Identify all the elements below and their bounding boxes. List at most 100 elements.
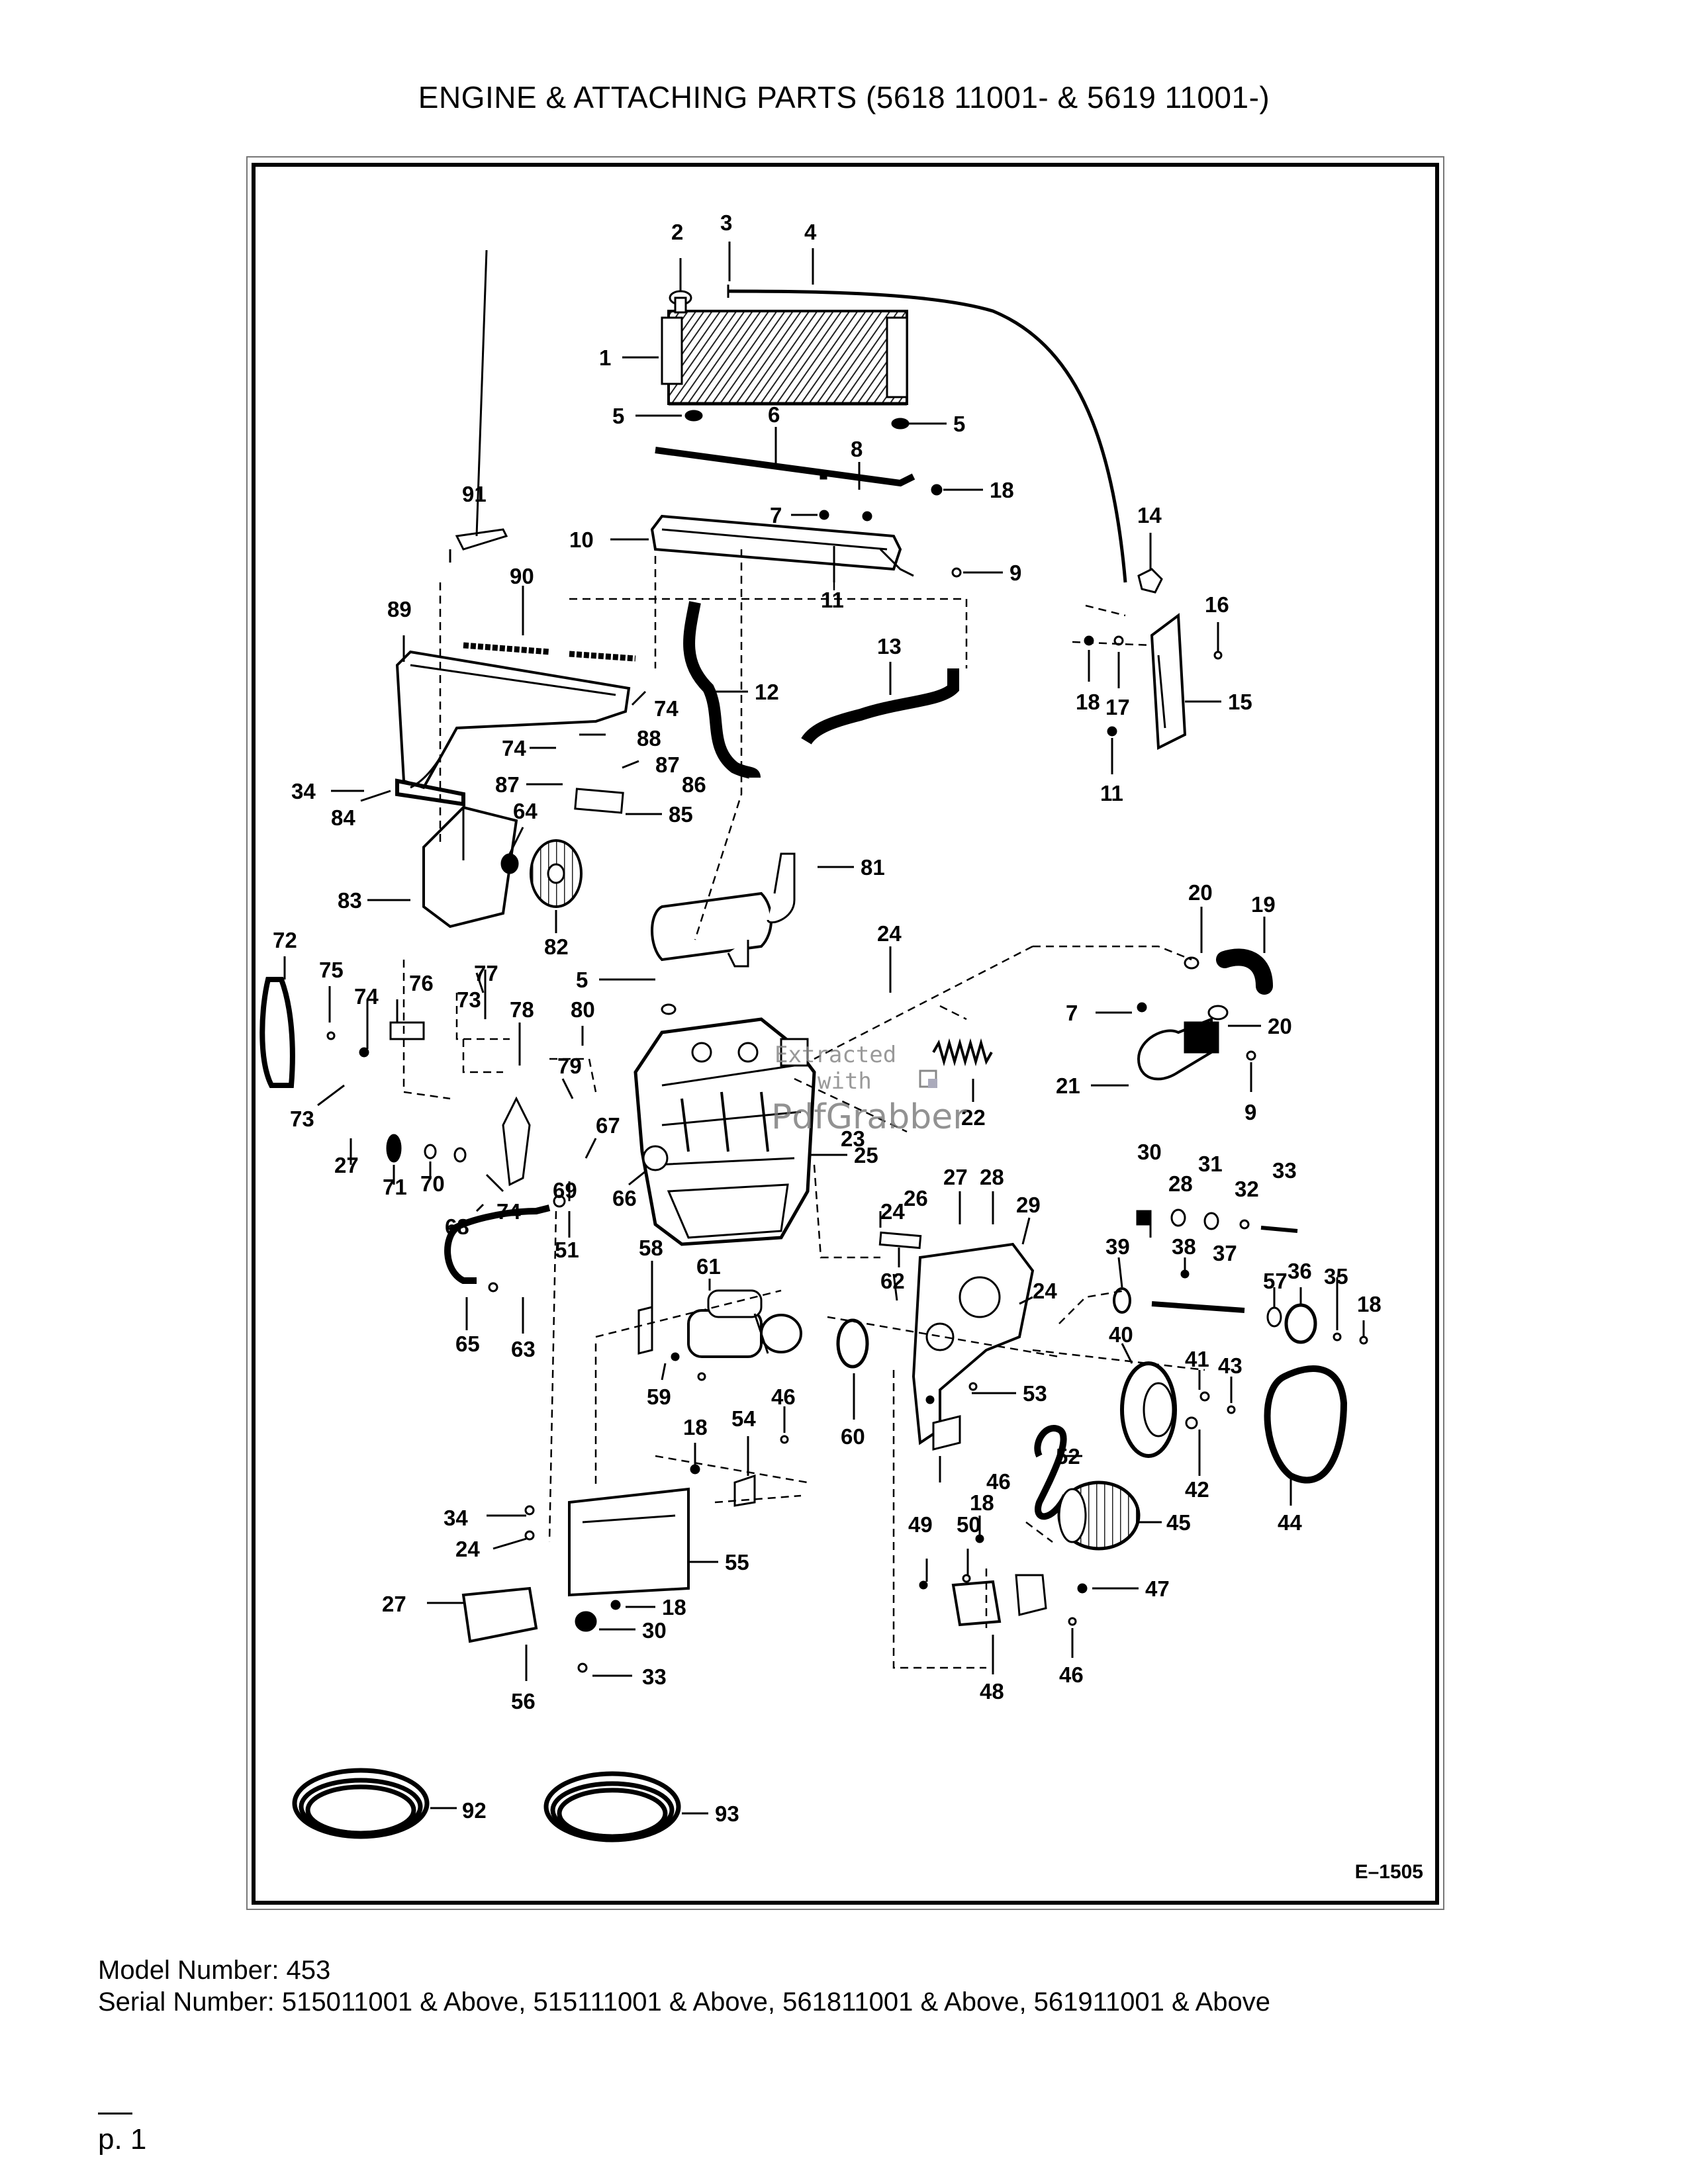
callout-53: 53 (1023, 1381, 1047, 1406)
callout-72: 72 (273, 928, 297, 952)
callout-30b: 30 (642, 1618, 667, 1643)
callout-18e: 18 (970, 1490, 994, 1515)
callout-28b: 28 (1168, 1171, 1193, 1196)
callout-25: 25 (854, 1143, 878, 1167)
callout-5b: 5 (953, 412, 965, 436)
callout-43: 43 (1218, 1353, 1243, 1378)
callout-84: 84 (331, 805, 355, 830)
callout-88: 88 (637, 726, 661, 751)
starter (687, 1289, 802, 1358)
muffler (651, 852, 796, 968)
callout-17: 17 (1105, 695, 1130, 719)
model-number: Model Number: 453 (98, 1956, 331, 1985)
callout-20a: 20 (1188, 880, 1213, 905)
overflow-bottle-bracket (1150, 613, 1187, 751)
callout-91: 91 (462, 482, 487, 506)
callout-14: 14 (1137, 503, 1162, 527)
belt-44 (1264, 1365, 1348, 1484)
callout-2: 2 (671, 220, 683, 244)
callout-67: 67 (596, 1113, 620, 1138)
callout-12: 12 (755, 680, 779, 704)
callout-64: 64 (513, 799, 538, 823)
oil-drain-hose (444, 1205, 551, 1284)
callout-41: 41 (1185, 1347, 1209, 1371)
callout-22: 22 (961, 1105, 986, 1130)
callout-13: 13 (877, 634, 902, 659)
callout-74d: 74 (654, 696, 679, 721)
callout-46a: 46 (771, 1385, 796, 1409)
callout-33a: 33 (1272, 1158, 1297, 1183)
mount-48 (951, 1580, 1002, 1627)
callout-34b: 34 (444, 1506, 468, 1530)
callout-93: 93 (715, 1801, 739, 1826)
callout-74c: 74 (502, 736, 526, 760)
callout-63: 63 (511, 1337, 536, 1361)
radiator (661, 310, 908, 406)
svg-text:PdfGrabber: PdfGrabber (771, 1097, 967, 1137)
svg-text:Extracted: Extracted (774, 1042, 896, 1068)
callout-5a: 5 (612, 404, 624, 428)
callout-82: 82 (544, 934, 569, 959)
callout-50: 50 (957, 1512, 981, 1537)
fan-shroud (395, 650, 631, 790)
callout-92: 92 (462, 1798, 487, 1823)
callout-62: 62 (880, 1269, 905, 1293)
callout-29: 29 (1016, 1193, 1041, 1217)
callout-49: 49 (908, 1512, 933, 1537)
callout-18a: 18 (990, 478, 1014, 502)
callout-89: 89 (387, 597, 412, 621)
callout-18d: 18 (683, 1415, 708, 1439)
bottle-cap (1137, 568, 1163, 594)
callout-18b: 18 (1076, 690, 1100, 714)
callout-74b: 74 (496, 1199, 521, 1224)
callout-59: 59 (647, 1385, 671, 1409)
callout-21: 21 (1056, 1073, 1080, 1098)
callout-73a: 73 (290, 1107, 314, 1131)
callout-16: 16 (1205, 592, 1229, 617)
callout-61: 61 (696, 1254, 721, 1279)
callout-39: 39 (1105, 1234, 1130, 1259)
page-number: p. 1 (98, 2123, 147, 2156)
blower-fan (530, 839, 583, 908)
callout-58: 58 (639, 1236, 663, 1260)
callout-57: 57 (1263, 1269, 1288, 1293)
callout-48: 48 (980, 1679, 1004, 1704)
callout-26: 26 (904, 1186, 928, 1210)
callout-27b: 27 (943, 1165, 968, 1189)
page-title: ENGINE & ATTACHING PARTS (5618 11001- & … (418, 80, 1270, 114)
callout-81: 81 (861, 855, 885, 880)
air-cleaner-elbow (1216, 948, 1273, 995)
callout-5c: 5 (576, 968, 588, 992)
belt-72 (259, 977, 295, 1088)
callout-18f: 18 (662, 1595, 686, 1619)
callout-74a: 74 (354, 984, 379, 1009)
callout-15: 15 (1228, 690, 1252, 714)
callout-3: 3 (720, 210, 732, 235)
radiator-mount (650, 514, 914, 577)
callout-8: 8 (851, 437, 863, 461)
callout-28a: 28 (980, 1165, 1004, 1189)
callout-7b: 7 (1066, 1001, 1078, 1025)
callout-44: 44 (1278, 1510, 1302, 1535)
callout-51: 51 (555, 1238, 579, 1262)
hose-upper (683, 601, 761, 780)
callout-75: 75 (319, 958, 344, 982)
alternator (1057, 1480, 1141, 1551)
callout-66: 66 (612, 1186, 637, 1210)
callout-46c: 46 (1059, 1662, 1084, 1687)
callout-9b: 9 (1244, 1100, 1256, 1124)
seal-strip (655, 447, 915, 487)
fan-pulley (1120, 1361, 1177, 1458)
callout-86: 86 (682, 772, 706, 797)
callout-76: 76 (409, 971, 434, 995)
callout-18c: 18 (1357, 1292, 1382, 1316)
callout-1: 1 (599, 345, 611, 370)
callout-30a: 30 (1137, 1140, 1162, 1164)
callout-90: 90 (510, 564, 534, 588)
callout-80: 80 (571, 997, 595, 1022)
callout-24b: 24 (1033, 1279, 1057, 1303)
callout-38: 38 (1172, 1234, 1196, 1259)
hose-coil-92 (292, 1768, 430, 1839)
callout-19: 19 (1251, 892, 1276, 917)
